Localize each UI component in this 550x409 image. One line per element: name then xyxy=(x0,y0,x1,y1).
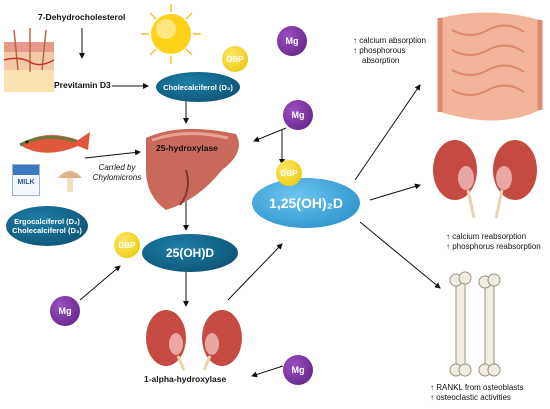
hydroxylase25-label: 25-hydroxylase xyxy=(156,143,218,153)
milk-carton-icon: MILK xyxy=(12,164,40,196)
mg-badge-top: Mg xyxy=(277,26,307,56)
ergocalciferol-text: Ergocalciferol (D₂) xyxy=(14,217,80,226)
mg-badge-bottom: Mg xyxy=(283,355,313,385)
intestine-effect-2: ↑ phosphorous xyxy=(353,46,406,55)
calcitriol-text: 1,25(OH)₂D xyxy=(269,195,343,211)
bone-effect-2: ↑ osteoclastic activities xyxy=(430,393,511,402)
ohd25-text: 25(OH)D xyxy=(165,246,214,260)
milk-label: MILK xyxy=(17,179,35,186)
intestine-effects: ↑ calcium absorption ↑ phosphorous absor… xyxy=(353,36,426,66)
kidney-effect-2: ↑ phosphorus reabsorption xyxy=(446,242,541,251)
dehydrocholesterol-label: 7-Dehydrocholesterol xyxy=(38,12,126,22)
bone-effects: ↑ RANKL from osteoblasts ↑ osteoclastic … xyxy=(430,383,524,403)
alpha-hydroxylase-label: 1-alpha-hydroxylase xyxy=(144,374,227,384)
mg-badge-left: Mg xyxy=(50,296,80,326)
kidney-effect-1: ↑ calcium reabsorption xyxy=(446,232,527,241)
kidney-effects: ↑ calcium reabsorption ↑ phosphorus reab… xyxy=(446,232,541,252)
mg-badge-middle: Mg xyxy=(283,100,313,130)
dbp-badge-calcitriol: DBP xyxy=(276,160,302,186)
dietary-sources-node: Ergocalciferol (D₂) Cholecalciferol (D₃) xyxy=(6,206,88,246)
carried-by-chylomicrons-label: Carried by Chylomicrons xyxy=(92,163,142,182)
cholecalciferol-text: Cholecalciferol (D₃) xyxy=(163,82,233,92)
dbp-badge-ohd: DBP xyxy=(114,232,140,258)
intestine-effect-1: ↑ calcium absorption xyxy=(353,36,426,45)
bone-effect-1: ↑ RANKL from osteoblasts xyxy=(430,383,524,392)
intestine-effect-3: absorption xyxy=(362,56,400,65)
previtamin-label: Previtamin D3 xyxy=(54,80,111,90)
cholecalciferol-node: Cholecalciferol (D₃) xyxy=(156,72,240,102)
calcitriol-node: 1,25(OH)₂D xyxy=(252,178,360,228)
dbp-badge-top: DBP xyxy=(222,46,248,72)
ohd25-node: 25(OH)D xyxy=(142,234,238,272)
cholecalciferol-d3-text: Cholecalciferol (D₃) xyxy=(12,226,82,235)
